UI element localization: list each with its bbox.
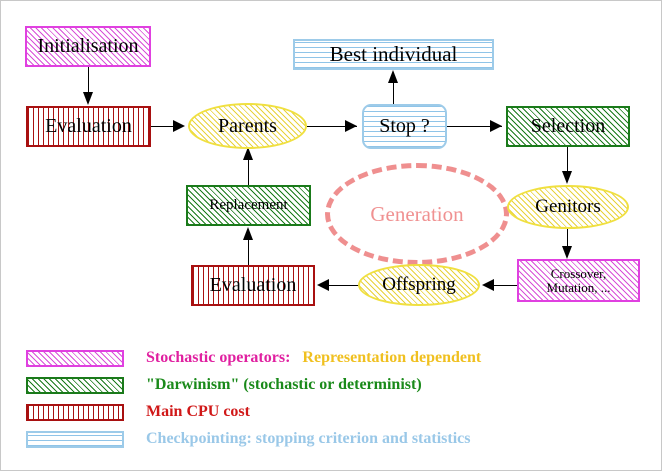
node-offspring-label: Offspring [382, 274, 456, 296]
node-selection-label: Selection [530, 115, 606, 137]
node-genitors[interactable]: Genitors [507, 185, 629, 229]
node-initialisation-label: Initialisation [37, 35, 139, 57]
node-replacement-label: Replacement [209, 196, 288, 213]
node-offspring[interactable]: Offspring [358, 264, 480, 306]
node-evaluation-bottom[interactable]: Evaluation [191, 265, 315, 306]
node-best-individual-label: Best individual [329, 42, 458, 67]
node-best-individual[interactable]: Best individual [293, 39, 494, 70]
arrowhead-evaluation-top-to-parents [173, 120, 185, 132]
legend-text-cpu-cost-part1: Main CPU cost [146, 403, 250, 420]
edge-initialisation-to-evaluation-top [88, 67, 89, 94]
edge-stop-to-selection [447, 126, 502, 127]
legend-text-cpu-cost: Main CPU cost [146, 403, 250, 421]
node-parents[interactable]: Parents [188, 103, 307, 149]
arrowhead-replacement-to-parents [243, 147, 253, 160]
arrowhead-evaluation-bottom-to-replacement [243, 227, 253, 240]
node-replacement[interactable]: Replacement [186, 185, 311, 226]
legend-text-checkpointing-part1: Checkpointing: stopping criterion and st… [146, 430, 471, 447]
legend-row-checkpointing: Checkpointing: stopping criterion and st… [1, 428, 470, 450]
arrowhead-genitors-to-crossover [562, 246, 572, 259]
arrowhead-parents-to-stop [345, 120, 357, 132]
legend-row-stochastic: Stochastic operators: Representation depe… [1, 347, 481, 369]
node-selection[interactable]: Selection [506, 106, 630, 147]
edge-evaluation-top-to-parents [151, 126, 181, 127]
legend-text-stochastic: Stochastic operators: Representation depe… [146, 349, 481, 367]
node-genitors-label: Genitors [535, 196, 601, 218]
legend-swatch-magenta [26, 349, 124, 367]
node-stop[interactable]: Stop ? [362, 104, 447, 149]
node-stop-label: Stop ? [379, 115, 430, 137]
node-evaluation-top-label: Evaluation [45, 115, 132, 137]
node-evaluation-bottom-label: Evaluation [209, 274, 297, 296]
arrowhead-stop-to-best-individual [388, 70, 398, 83]
node-parents-label: Parents [218, 114, 277, 137]
legend-swatch-red [26, 403, 124, 421]
edge-genitors-to-crossover [567, 227, 568, 249]
legend-text-stochastic-part2: Representation dependent [302, 349, 482, 366]
edge-parents-to-stop [307, 126, 357, 127]
generation-region: Generation [325, 163, 509, 265]
node-initialisation[interactable]: Initialisation [25, 26, 151, 67]
generation-label: Generation [370, 201, 464, 226]
arrowhead-initialisation-to-evaluation-top [83, 92, 93, 105]
arrowhead-stop-to-selection [490, 120, 502, 132]
legend-text-stochastic-part1: Stochastic operators: [146, 349, 291, 366]
arrowhead-offspring-to-evaluation-bottom [317, 279, 329, 291]
legend-text-checkpointing: Checkpointing: stopping criterion and st… [146, 430, 470, 448]
legend-row-darwinism: "Darwinism" (stochastic or determinist) [1, 374, 422, 396]
node-crossover-mutation-label: Crossover, Mutation, ... [546, 265, 611, 295]
edge-selection-to-genitors [567, 147, 568, 173]
edge-replacement-to-parents [248, 153, 249, 186]
node-crossover-mutation[interactable]: Crossover, Mutation, ... [517, 259, 640, 302]
legend-text-darwinism: "Darwinism" (stochastic or determinist) [146, 376, 422, 394]
legend-swatch-green [26, 376, 124, 394]
edge-evaluation-bottom-to-replacement [248, 231, 249, 266]
arrowhead-selection-to-genitors [562, 171, 572, 184]
edge-crossover-to-offspring [493, 285, 519, 286]
edge-offspring-to-evaluation-bottom [328, 285, 360, 286]
arrowhead-crossover-to-offspring [482, 279, 494, 291]
node-evaluation-top[interactable]: Evaluation [26, 106, 151, 147]
legend-row-cpu-cost: Main CPU cost [1, 401, 250, 423]
legend-swatch-blue [26, 430, 124, 448]
legend-text-darwinism-part1: "Darwinism" (stochastic or determinist) [146, 376, 422, 393]
edge-stop-to-best-individual [393, 73, 394, 105]
